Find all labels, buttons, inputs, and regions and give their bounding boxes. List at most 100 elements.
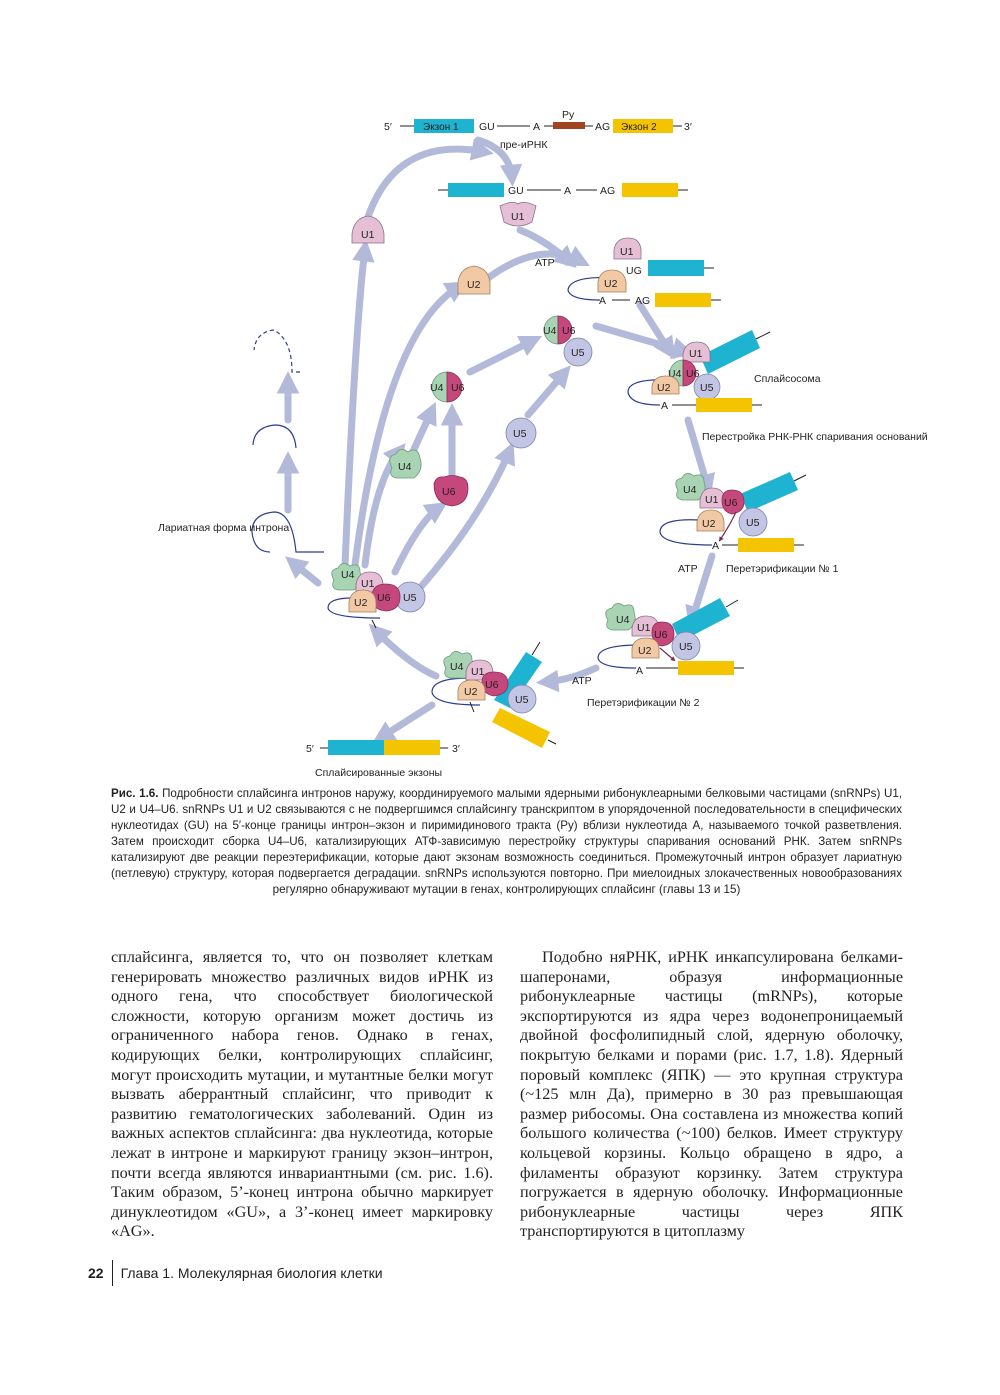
chapter-title: Глава 1. Молекулярная биология клетки <box>120 1265 383 1281</box>
lariat-complex: U4 U1 U5 U6 U2 <box>327 563 426 629</box>
figure-label: AG <box>635 295 650 307</box>
u1-u2-complex: UG U1 U2 A AG <box>567 237 721 307</box>
rearranged-complex: U4 U1 U5 U6 U2 A <box>659 472 807 552</box>
figure-label: U2 <box>604 278 618 290</box>
figure-label: U6 <box>485 679 499 691</box>
figure-label: 5′ <box>306 743 314 755</box>
u1-free: U1 <box>351 215 385 244</box>
body-left-paragraph: сплайсинга, является то, что он позволяе… <box>111 948 493 1241</box>
figure-label: U5 <box>746 517 760 529</box>
page-footer: 22 Глава 1. Молекулярная биология клетки <box>88 1260 383 1286</box>
flow-arrows <box>276 136 716 743</box>
figure-label: A <box>564 185 571 197</box>
figure-label: U2 <box>638 645 652 657</box>
figure-label: U6 <box>451 382 465 394</box>
figure-label: Сплайсосома <box>754 373 821 385</box>
figure-label: U5 <box>403 592 417 604</box>
figure-label: 3′ <box>684 121 692 133</box>
figure-label: U6 <box>686 368 700 380</box>
figure-label: U2 <box>702 518 716 530</box>
figure-label: U6 <box>377 592 391 604</box>
figure-label: UG <box>626 265 642 277</box>
figure-label: U1 <box>620 246 634 258</box>
figure-label: U4 <box>430 382 444 394</box>
figure-label: U1 <box>689 348 703 360</box>
figure-label: A <box>712 540 719 552</box>
arrow-complex-to-spliceosome <box>636 301 675 360</box>
figure-label: U2 <box>467 279 481 291</box>
arrow-u2-recycle <box>351 281 468 569</box>
figure-label: U5 <box>515 694 529 706</box>
body-right-paragraph: Подобно няРНК, иРНК инкапсулирована белк… <box>520 948 903 1241</box>
figure-label: A <box>636 665 643 677</box>
figure-label: U2 <box>464 686 478 698</box>
figure-label: ATP <box>678 563 698 575</box>
figure-label: AG <box>600 185 615 197</box>
u1-bound-rna: GU A AG U1 <box>438 183 688 227</box>
u4-u6-pair: U4 U6 <box>430 371 465 403</box>
figure-label: Перетэрификации № 1 <box>726 563 839 575</box>
figure-label: U4 <box>341 569 355 581</box>
figure-label: Перетэрификации № 2 <box>587 697 700 709</box>
figure-label: U4 <box>450 661 464 673</box>
figure-label: ATP <box>535 257 555 269</box>
figure-label: A <box>599 295 606 307</box>
figure-label: Сплайсированные экзоны <box>315 767 442 779</box>
exon-2 <box>613 119 673 133</box>
arrow-to-released <box>372 701 436 743</box>
pre-mrna: 5′ Экзон 1 GU A Py AG Экзон 2 3′ пре-иРН… <box>384 109 692 151</box>
arrow-u5-up <box>524 365 571 419</box>
arrow-trimer-to-spliceosome <box>592 322 695 360</box>
figure-label: Экзон 2 <box>621 122 657 133</box>
figure-label: U5 <box>679 641 693 653</box>
body-column-right: Подобно няРНК, иРНК инкапсулирована белк… <box>520 948 903 1242</box>
figure-label: пре-иРНК <box>500 139 548 151</box>
figure-label: 5′ <box>384 121 392 133</box>
figure-label: Экзон 1 <box>423 122 459 133</box>
spliced-exons: 5′ 3′ Сплайсированные экзоны <box>306 740 460 779</box>
body-column-left: сплайсинга, является то, что он позволяе… <box>111 948 493 1242</box>
after-trans1-complex: U4 U1 U5 U6 U2 A <box>597 598 744 677</box>
caption-label: Рис. 1.6. <box>111 787 159 800</box>
exon-1 <box>414 119 474 133</box>
figure-label: U4 <box>683 484 697 496</box>
figure-label: U2 <box>354 597 368 609</box>
figure-label: U6 <box>654 629 668 641</box>
lariat-intron <box>251 329 324 553</box>
figure-label: A <box>533 121 540 133</box>
figure-label: U1 <box>471 666 485 678</box>
after-trans2-complex: U4 U1 U5 U6 U2 <box>431 641 557 748</box>
figure-label: U5 <box>513 428 527 440</box>
spliceosome: U1 U5 U4 U6 U2 A Сплайсосома <box>627 330 821 412</box>
arrow-lariat-release <box>285 556 322 587</box>
figure-label: U5 <box>700 382 714 394</box>
arrow-trans2 <box>536 664 600 693</box>
figure-label: GU <box>508 185 524 197</box>
u4-free: U4 <box>389 449 422 479</box>
u6-free: U6 <box>433 475 469 507</box>
splicing-figure: 5′ Экзон 1 GU A Py AG Экзон 2 3′ пре-иРН… <box>158 109 928 779</box>
figure-label: Лариатная форма интрона <box>158 522 289 534</box>
py-tract <box>553 122 585 129</box>
u5-free: U5 <box>505 417 537 449</box>
figure-label: U4 <box>398 461 412 473</box>
u2-free: U2 <box>457 265 491 295</box>
figure-label: U2 <box>657 382 671 394</box>
figure-label: ATP <box>572 675 592 687</box>
figure-label: U1 <box>361 578 375 590</box>
footer-divider <box>111 1260 113 1286</box>
figure-label: U1 <box>705 494 719 506</box>
page-number: 22 <box>88 1265 104 1281</box>
caption-text: Подробности сплайсинга интронов наружу, … <box>111 787 902 896</box>
figure-label: U1 <box>361 229 375 241</box>
figure-label: 3′ <box>452 743 460 755</box>
arrow-u1-to-complex <box>363 138 494 224</box>
arrow-u4u6-to-trimer <box>466 335 543 376</box>
figure-label: U4 <box>543 325 557 337</box>
arrow-u1-bind <box>516 226 577 268</box>
figure-label: U1 <box>511 211 525 223</box>
figure-label: AG <box>595 121 610 133</box>
figure-caption: Рис. 1.6. Подробности сплайсинга интроно… <box>111 786 902 898</box>
rearrange-label: Перестройка РНК-РНК спаривания оснований <box>702 431 928 443</box>
figure-label: U4 <box>616 614 630 626</box>
